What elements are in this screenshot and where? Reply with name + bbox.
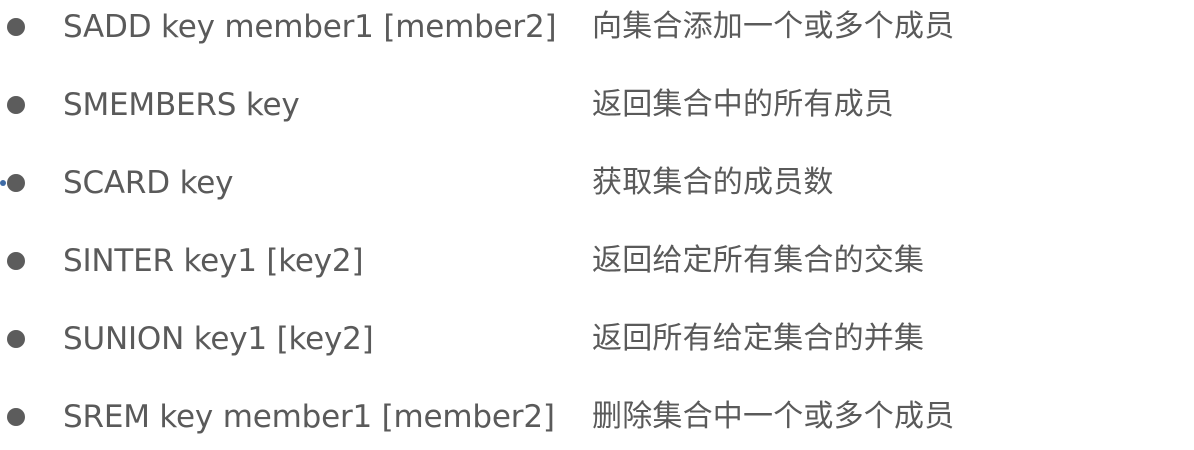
bullet-icon xyxy=(7,174,25,192)
command-row-sunion: SUNION key1 [key2] 返回所有给定集合的并集 xyxy=(0,318,1194,360)
command-row-scard: SCARD key 获取集合的成员数 xyxy=(0,162,1194,204)
command-description: 删除集合中一个或多个成员 xyxy=(592,399,955,434)
command-description: 返回集合中的所有成员 xyxy=(592,87,894,122)
command-row-smembers: SMEMBERS key 返回集合中的所有成员 xyxy=(0,84,1194,126)
command-syntax: SMEMBERS key xyxy=(63,87,300,123)
command-description: 向集合添加一个或多个成员 xyxy=(592,9,955,44)
command-row-sadd: SADD key member1 [member2] 向集合添加一个或多个成员 xyxy=(0,6,1194,48)
command-description: 获取集合的成员数 xyxy=(592,165,834,200)
command-syntax: SINTER key1 [key2] xyxy=(63,243,364,279)
command-syntax: SADD key member1 [member2] xyxy=(63,9,557,45)
bullet-icon xyxy=(7,252,25,270)
command-description: 返回所有给定集合的并集 xyxy=(592,321,925,356)
bullet-icon xyxy=(7,330,25,348)
bullet-icon xyxy=(7,18,25,36)
command-syntax: SUNION key1 [key2] xyxy=(63,321,374,357)
command-syntax: SREM key member1 [member2] xyxy=(63,399,555,435)
command-row-sinter: SINTER key1 [key2] 返回给定所有集合的交集 xyxy=(0,240,1194,282)
command-description: 返回给定所有集合的交集 xyxy=(592,243,925,278)
text-cursor-marker-icon xyxy=(0,180,6,186)
bullet-icon xyxy=(7,408,25,426)
bullet-icon xyxy=(7,96,25,114)
command-row-srem: SREM key member1 [member2] 删除集合中一个或多个成员 xyxy=(0,396,1194,438)
command-syntax: SCARD key xyxy=(63,165,234,201)
